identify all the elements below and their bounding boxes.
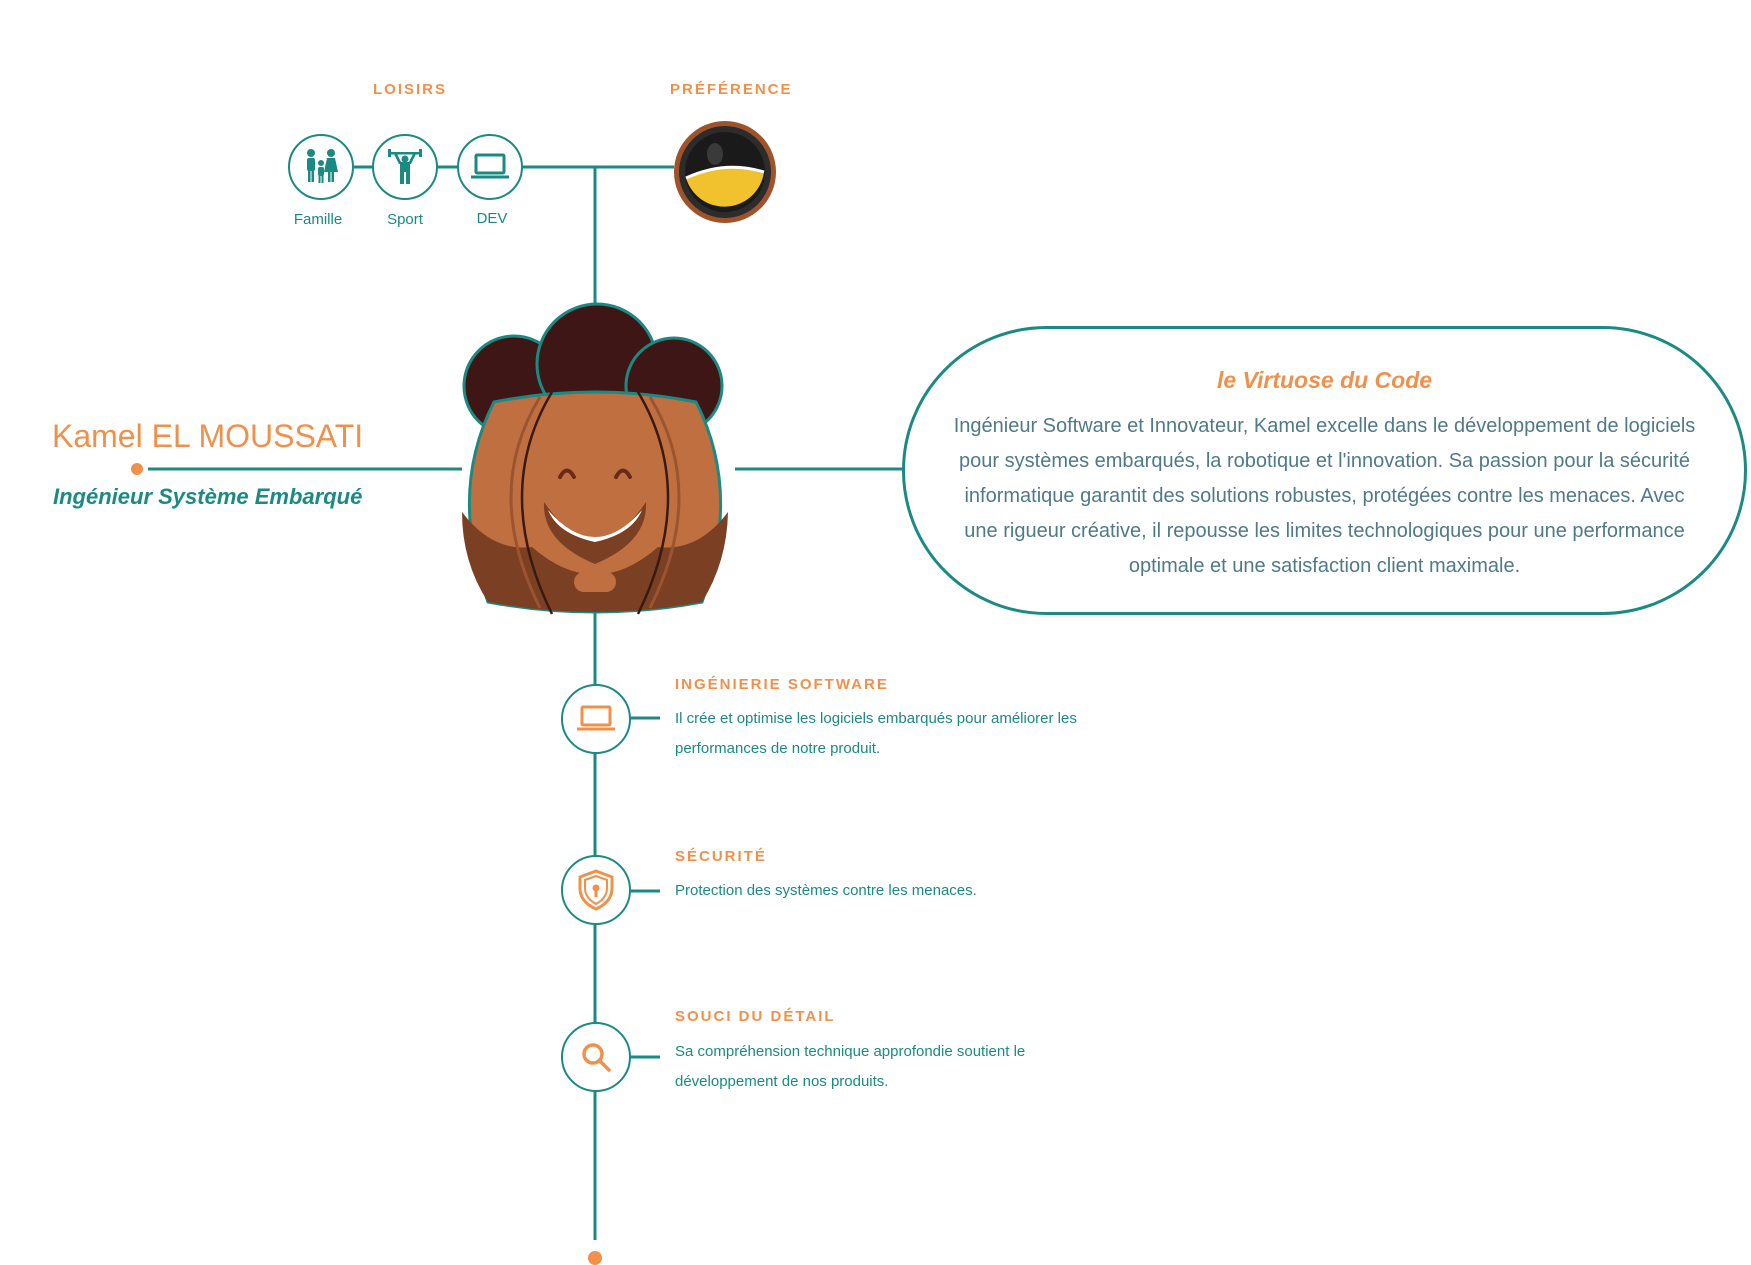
family-icon: [307, 149, 338, 183]
feature-software-title: INGÉNIERIE SOFTWARE: [675, 676, 889, 693]
weightlifting-icon: [388, 149, 422, 184]
profile-role: Ingénieur Système Embarqué: [53, 484, 363, 509]
magnifier-icon: [582, 1043, 611, 1072]
hobby-famille[interactable]: [288, 134, 354, 200]
hobby-sport[interactable]: [372, 134, 438, 200]
feature-security-title: SÉCURITÉ: [675, 848, 767, 865]
bio-text: Ingénieur Software et Innovateur, Kamel …: [953, 415, 1696, 577]
preference-title: PRÉFÉRENCE: [670, 81, 793, 98]
feature-software-text: Il crée et optimise les logiciels embarq…: [675, 710, 1077, 757]
beer-mug-icon[interactable]: [672, 120, 778, 224]
laptop-icon: [577, 705, 615, 731]
hobby-dev[interactable]: [457, 134, 523, 200]
hobby-dev-label: DEV: [476, 210, 508, 227]
feature-detail[interactable]: [561, 1022, 631, 1092]
hobby-famille-label: Famille: [293, 211, 343, 228]
hobbies-title: LOISIRS: [373, 81, 448, 98]
feature-security[interactable]: [561, 855, 631, 925]
feature-detail-title: SOUCI DU DÉTAIL: [675, 1008, 836, 1025]
timeline-end-dot: [588, 1251, 602, 1265]
name-dot: [131, 463, 143, 475]
bio-card: le Virtuose du Code Ingénieur Software e…: [902, 326, 1747, 615]
feature-security-text: Protection des systèmes contre les menac…: [675, 882, 977, 899]
feature-detail-text: Sa compréhension technique approfondie s…: [675, 1043, 1026, 1090]
feature-software[interactable]: [561, 684, 631, 754]
laptop-icon: [471, 153, 509, 179]
shield-lock-icon: [578, 869, 614, 911]
cartoon-face-avatar: [462, 302, 728, 615]
bio-title: le Virtuose du Code: [1216, 367, 1433, 393]
hobby-sport-label: Sport: [387, 211, 423, 228]
profile-name: Kamel EL MOUSSATI: [52, 418, 364, 454]
